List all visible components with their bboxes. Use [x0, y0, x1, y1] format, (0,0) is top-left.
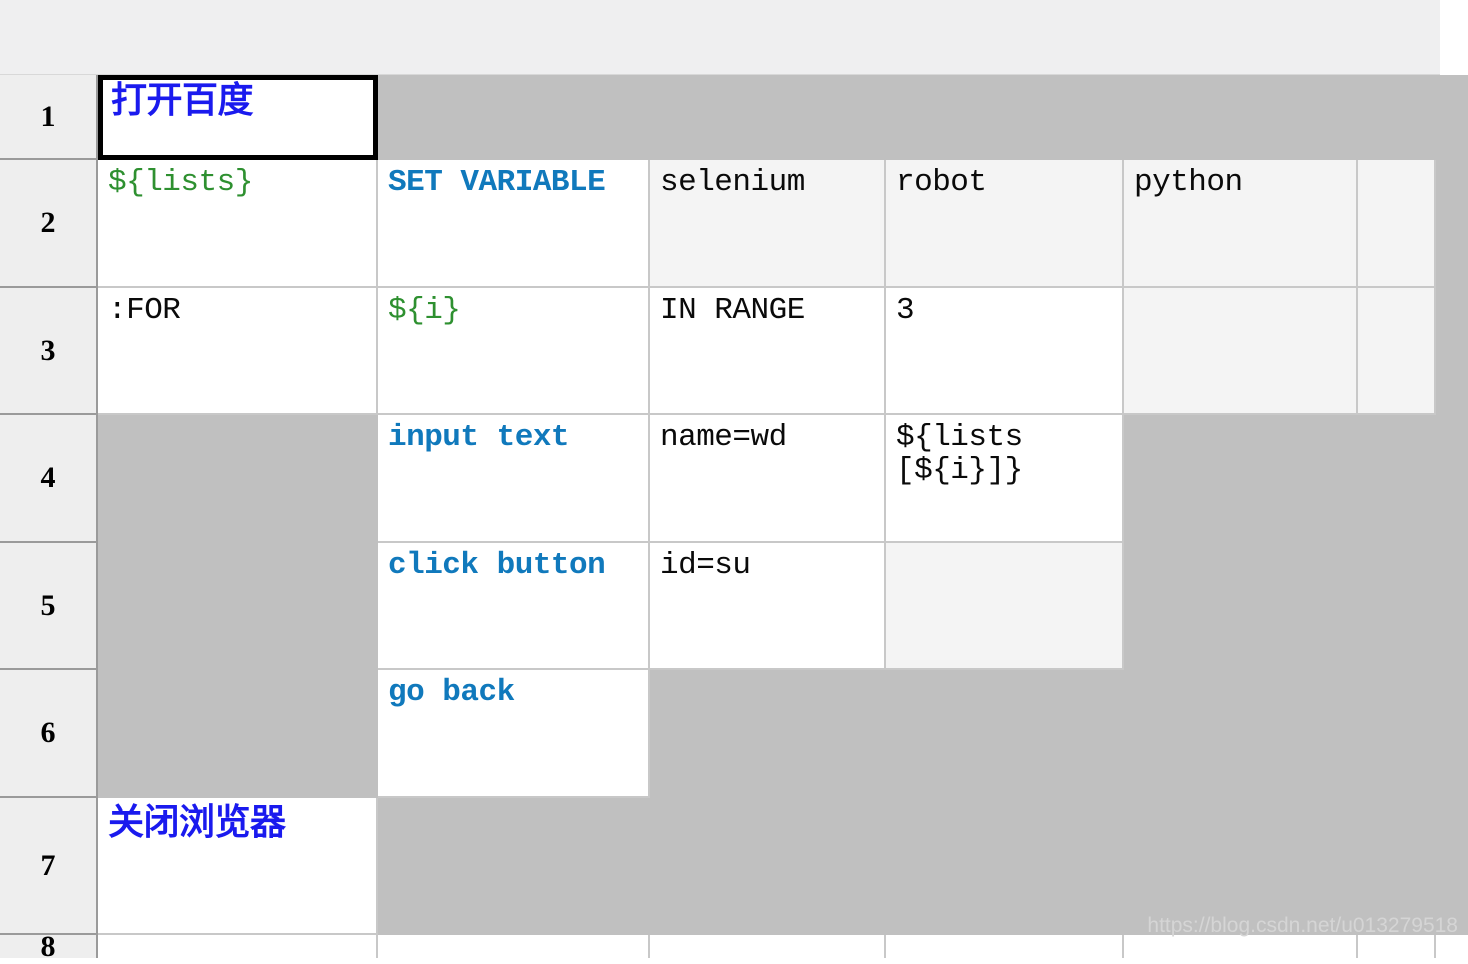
- row-header-2[interactable]: 2: [0, 160, 98, 288]
- grid-cell-r3-c3[interactable]: IN RANGE: [650, 288, 886, 415]
- grid-cell-r7-c2[interactable]: [378, 798, 650, 935]
- grid-cell-r6-c3[interactable]: [650, 670, 886, 798]
- grid-cell-r5-c3[interactable]: id=su: [650, 543, 886, 670]
- grid-row-cells: 关闭浏览器: [98, 798, 1468, 935]
- grid-cell-r6-c1[interactable]: [98, 670, 378, 798]
- grid-cell-r1-c2[interactable]: [378, 75, 650, 160]
- grid-cell-r2-c3[interactable]: selenium: [650, 160, 886, 288]
- row-header-5[interactable]: 5: [0, 543, 98, 670]
- grid-cell-r1-c6[interactable]: [1358, 75, 1436, 160]
- grid-cell-r7-c5[interactable]: [1124, 798, 1358, 935]
- grid-row-cells: go back: [98, 670, 1468, 798]
- grid-cell-r3-c6[interactable]: [1358, 288, 1436, 415]
- grid-row[interactable]: 6 go back: [0, 670, 1468, 798]
- grid-cell-r6-c4[interactable]: [886, 670, 1124, 798]
- row-header-8[interactable]: 8: [0, 930, 98, 963]
- grid-cell-r8-c6[interactable]: [1358, 935, 1436, 958]
- grid-cell-r6-c2[interactable]: go back: [378, 670, 650, 798]
- grid-cell-r4-c5[interactable]: [1124, 415, 1358, 543]
- grid-cell-r7-c3[interactable]: [650, 798, 886, 935]
- grid-cell-r5-c5[interactable]: [1124, 543, 1358, 670]
- grid-cell-r2-c1[interactable]: ${lists}: [98, 160, 378, 288]
- grid-cell-r4-c1[interactable]: [98, 415, 378, 543]
- grid-cell-r2-c6[interactable]: [1358, 160, 1436, 288]
- grid-cell-r5-c1[interactable]: [98, 543, 378, 670]
- grid-cell-r6-c6[interactable]: [1358, 670, 1436, 798]
- watermark-text: https://blog.csdn.net/u013279518: [1147, 914, 1458, 937]
- grid-row-cells: [98, 935, 1468, 958]
- grid-cell-r8-c3[interactable]: [650, 935, 886, 958]
- row-header-3[interactable]: 3: [0, 288, 98, 415]
- row-header-4[interactable]: 4: [0, 415, 98, 543]
- grid-cell-r1-c1[interactable]: 打开百度: [98, 75, 378, 160]
- grid-cell-r3-c4[interactable]: 3: [886, 288, 1124, 415]
- grid-cell-r8-c5[interactable]: [1124, 935, 1358, 958]
- grid-cell-r5-c6[interactable]: [1358, 543, 1436, 670]
- grid-cell-r4-c3[interactable]: name=wd: [650, 415, 886, 543]
- grid-cell-r1-c3[interactable]: [650, 75, 886, 160]
- grid-cell-r7-c4[interactable]: [886, 798, 1124, 935]
- grid-cell-r3-c2[interactable]: ${i}: [378, 288, 650, 415]
- grid-cell-r8-c2[interactable]: [378, 935, 650, 958]
- grid-cell-r6-c5[interactable]: [1124, 670, 1358, 798]
- grid-cell-r2-c2[interactable]: SET VARIABLE: [378, 160, 650, 288]
- toolbar-strip-right-gap: [1440, 0, 1468, 75]
- grid-cell-r1-c5[interactable]: [1124, 75, 1358, 160]
- row-header-1[interactable]: 1: [0, 75, 98, 160]
- grid-cell-r8-c1[interactable]: [98, 935, 378, 958]
- grid-cell-r1-c4[interactable]: [886, 75, 1124, 160]
- row-header-6[interactable]: 6: [0, 670, 98, 798]
- grid-cell-r5-c4[interactable]: [886, 543, 1124, 670]
- grid-row-cells: 打开百度: [98, 75, 1468, 160]
- row-header-7[interactable]: 7: [0, 798, 98, 935]
- grid-cell-r7-c6[interactable]: [1358, 798, 1436, 935]
- grid-cell-r3-c5[interactable]: [1124, 288, 1358, 415]
- grid-cell-r4-c6[interactable]: [1358, 415, 1436, 543]
- grid-cell-r2-c5[interactable]: python: [1124, 160, 1358, 288]
- grid-cell-r4-c4[interactable]: ${lists[${i}]}: [886, 415, 1124, 543]
- grid-row[interactable]: 8: [0, 930, 1468, 963]
- toolbar-strip: [0, 0, 1468, 75]
- grid-cell-r4-c2[interactable]: input text: [378, 415, 650, 543]
- grid-cell-r2-c4[interactable]: robot: [886, 160, 1124, 288]
- grid-cell-r7-c1[interactable]: 关闭浏览器: [98, 798, 378, 935]
- grid-cell-r5-c2[interactable]: click button: [378, 543, 650, 670]
- grid-cell-r8-c4[interactable]: [886, 935, 1124, 958]
- grid-cell-r3-c1[interactable]: :FOR: [98, 288, 378, 415]
